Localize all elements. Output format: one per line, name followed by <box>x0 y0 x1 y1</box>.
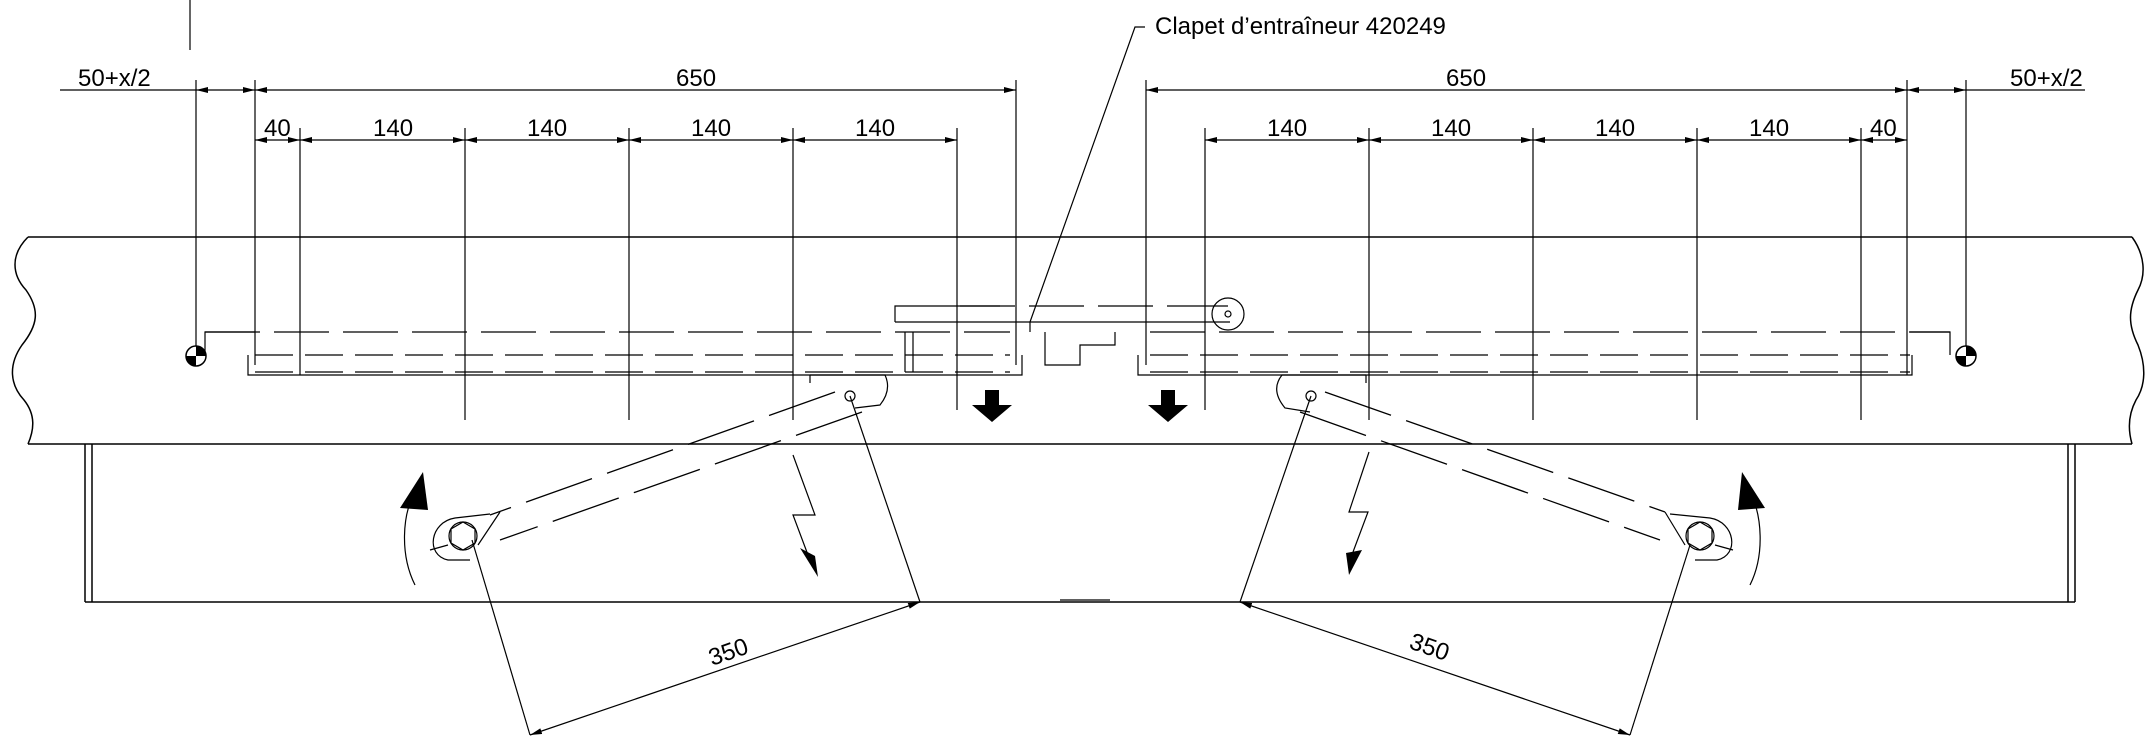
dim-right-offset: 50+x/2 <box>2010 65 2083 92</box>
dim-right-edge: 40 <box>1870 115 1897 142</box>
dim-right-spacing-1: 140 <box>1267 115 1307 142</box>
arm-dimensions <box>471 395 1691 736</box>
driver-flap-assembly <box>894 297 1245 372</box>
dim-right-spacing-2: 140 <box>1431 115 1471 142</box>
dim-left-total: 650 <box>676 65 716 92</box>
dim-left-spacing-3: 140 <box>691 115 731 142</box>
right-arm <box>1276 374 1734 561</box>
push-arrow-left <box>972 390 1012 422</box>
dim-left-arm: 350 <box>705 633 752 672</box>
dim-left-edge: 40 <box>264 115 291 142</box>
rotation-arrow-right <box>1738 472 1765 586</box>
rotation-arrow-left <box>400 472 428 586</box>
dim-left-spacing-4: 140 <box>855 115 895 142</box>
door-leaf <box>84 444 2076 603</box>
callout-leader <box>1029 26 1145 323</box>
dim-left-spacing-2: 140 <box>527 115 567 142</box>
dim-right-total: 650 <box>1446 65 1486 92</box>
callout-label: Clapet d’entraîneur 420249 <box>1155 13 1446 40</box>
dim-left-offset: 50+x/2 <box>78 65 151 92</box>
push-arrow-right <box>1148 390 1188 422</box>
dim-left-spacing-1: 140 <box>373 115 413 142</box>
lintel-body <box>11 236 2145 445</box>
rail-track <box>204 331 1951 376</box>
right-pivot-marker <box>1955 345 1977 367</box>
zigzag-arrow-left <box>792 454 818 577</box>
dim-right-spacing-4: 140 <box>1749 115 1789 142</box>
zigzag-arrow-right <box>1346 451 1370 575</box>
dimension-lines <box>60 80 2085 420</box>
left-pivot-marker <box>185 345 207 367</box>
dim-right-spacing-3: 140 <box>1595 115 1635 142</box>
left-arm <box>429 374 889 561</box>
